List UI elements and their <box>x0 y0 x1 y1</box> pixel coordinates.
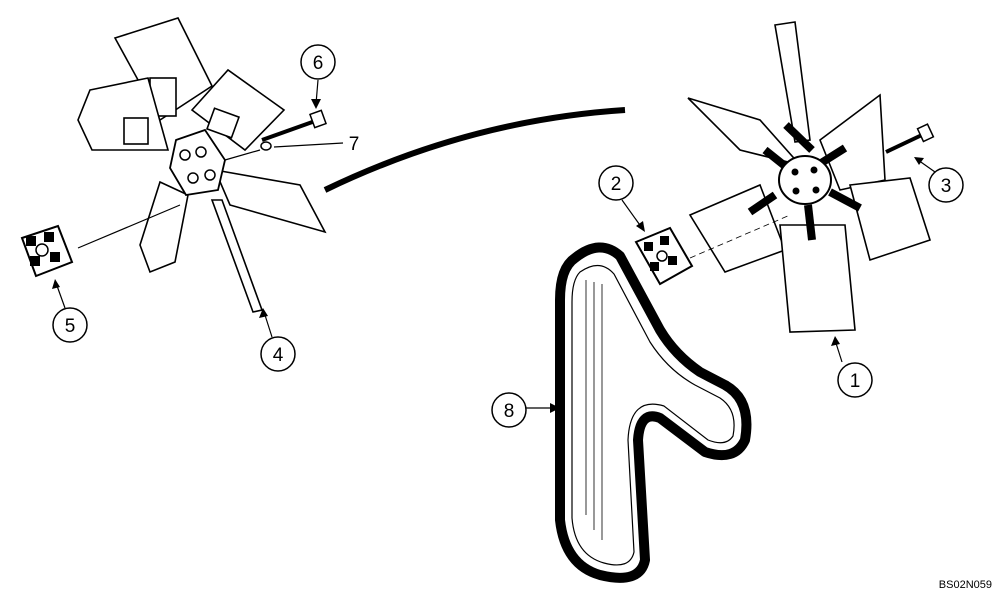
leader-arrow <box>52 279 60 289</box>
spacer-slot <box>44 232 54 242</box>
left-fan-bolt-hole <box>204 169 216 181</box>
right-fan-blade-shank <box>783 122 815 153</box>
belt-ribs <box>585 280 603 540</box>
leader-arrow <box>831 336 840 346</box>
left-fan-bolt-hole <box>179 149 191 161</box>
drive-belt-8 <box>555 242 752 583</box>
callout-5 <box>52 307 88 343</box>
left-fan-blade-bottom-left <box>139 180 189 274</box>
callout-1 <box>837 362 873 398</box>
right-fan-assembly <box>687 21 932 333</box>
spacer-slot <box>50 252 60 262</box>
spacer-slot <box>644 242 653 251</box>
right-fan-blade-bottom <box>779 224 856 333</box>
left-fan-hub <box>169 128 226 196</box>
right-fan-blade-upper-left <box>687 97 803 167</box>
callout-8 <box>491 392 527 428</box>
spacer-slot <box>30 256 40 266</box>
spacer-slot <box>650 262 659 271</box>
leader-arrow <box>259 308 268 318</box>
bolt-head <box>309 109 327 129</box>
leader-arrow <box>636 221 645 232</box>
spacer-center-bore <box>35 243 49 257</box>
callout-label: 3 <box>941 176 952 197</box>
bolt-shank <box>885 132 925 154</box>
left-fan-assembly <box>77 17 327 313</box>
right-fan-hub <box>778 155 832 205</box>
spacer-2 <box>634 226 694 286</box>
callout-3 <box>928 167 964 203</box>
callout-label: 8 <box>504 401 515 422</box>
left-fan-bolt-hole <box>195 146 207 158</box>
washer-7 <box>260 141 272 151</box>
left-fan-blade-clip <box>123 117 149 145</box>
belt-ribs <box>571 264 735 566</box>
bolt-6 <box>261 109 327 142</box>
leader-line <box>224 149 261 161</box>
leader-arrow <box>550 403 560 413</box>
view-connector-curve <box>323 107 626 193</box>
callout-6 <box>300 44 336 80</box>
leader-line <box>273 142 344 148</box>
right-fan-bolt-hole <box>792 187 800 195</box>
left-fan-blade-bottom <box>210 199 264 313</box>
right-fan-blade-shank <box>804 204 816 241</box>
belt-outer-edge <box>555 242 752 583</box>
bolt-shank <box>261 118 319 142</box>
spacer-5 <box>20 224 74 278</box>
left-fan-bolt-hole <box>187 172 199 184</box>
leader-arrow <box>311 99 321 109</box>
bolt-3 <box>885 123 935 154</box>
right-fan-blade-upper-right <box>819 93 886 191</box>
bolt-head <box>916 123 935 143</box>
assembly-centerline <box>689 214 791 259</box>
spacer-slot <box>660 236 669 245</box>
spacer-slot <box>668 256 677 265</box>
spacer-slot <box>26 236 36 246</box>
callout-7: 7 <box>349 134 360 155</box>
figure-reference-code: BS02N059 <box>939 579 992 591</box>
right-fan-blade-shank <box>747 191 778 216</box>
left-fan-blade-clip <box>205 107 241 139</box>
right-fan-blade-shank <box>828 188 862 212</box>
left-fan-blade-right <box>213 168 327 234</box>
leader-line <box>621 199 643 229</box>
callout-4 <box>260 336 296 372</box>
right-fan-bolt-hole <box>791 168 799 176</box>
callout-2 <box>598 165 634 201</box>
leader-line <box>77 204 181 249</box>
right-fan-bolt-hole <box>810 166 818 174</box>
callout-label: 2 <box>611 174 622 195</box>
callout-label: 6 <box>313 53 324 74</box>
leader-arrow <box>914 157 924 165</box>
callout-label: 5 <box>65 316 76 337</box>
spacer-center-bore <box>656 250 668 262</box>
right-fan-bolt-hole <box>812 186 820 194</box>
callout-label: 1 <box>850 371 861 392</box>
callout-label: 4 <box>273 345 284 366</box>
right-fan-blade-top <box>774 21 811 143</box>
right-fan-blade-right <box>848 177 932 262</box>
